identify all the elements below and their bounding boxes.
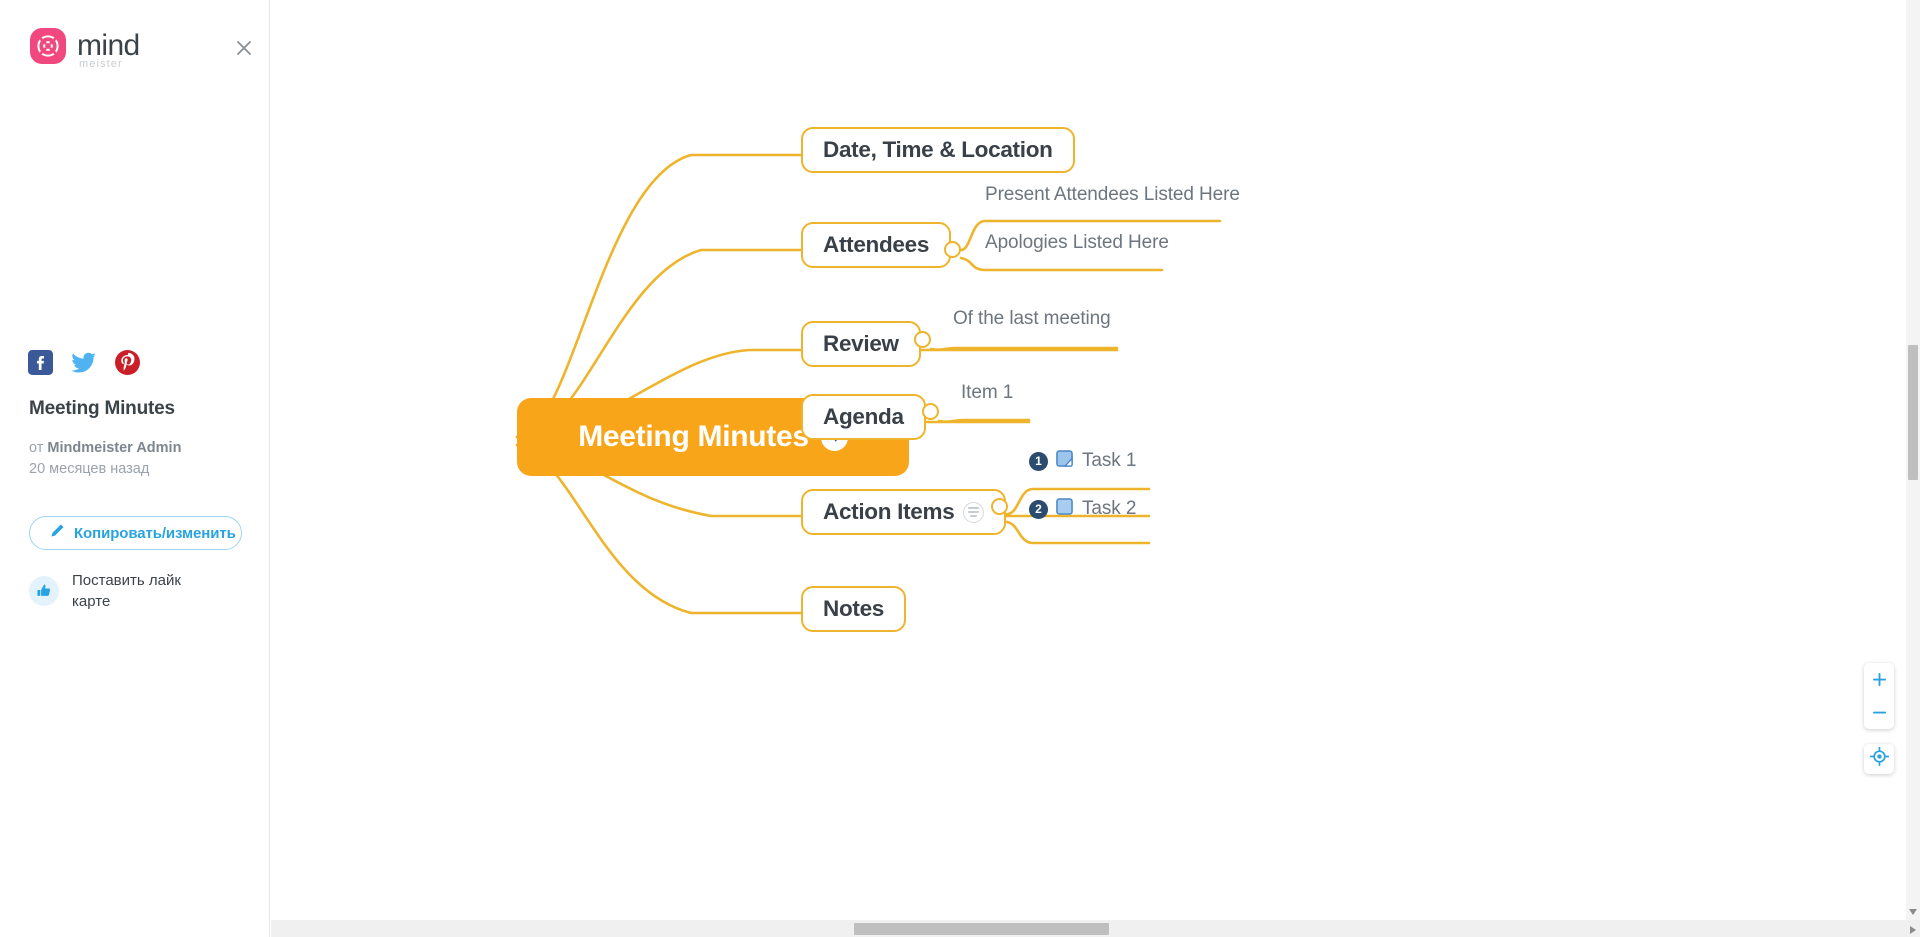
leaf-label: Of the last meeting: [953, 308, 1111, 329]
branch-label: Attendees: [823, 232, 930, 257]
branch-node-review[interactable]: Review: [801, 321, 921, 367]
center-target-icon: [1869, 746, 1889, 771]
mindmeister-logo-icon: [30, 28, 66, 64]
close-icon[interactable]: [232, 36, 256, 60]
copy-edit-label: Копировать/изменить: [74, 524, 236, 542]
collapse-toggle-attendees[interactable]: [944, 241, 961, 258]
priority-badge: 1: [1029, 451, 1048, 471]
task-partial-icon: [1056, 450, 1073, 472]
branch-label: Agenda: [823, 404, 904, 429]
branch-node-attendees[interactable]: Attendees: [801, 222, 952, 268]
collapse-toggle-action-items[interactable]: [991, 498, 1008, 515]
branch-label: Action Items: [823, 499, 955, 524]
leaf-label: Apologies Listed Here: [985, 232, 1169, 253]
byline-prefix: от: [29, 440, 44, 456]
zoom-out-button[interactable]: [1864, 696, 1894, 729]
leaf-label: Present Attendees Listed Here: [985, 184, 1240, 205]
like-map-button[interactable]: Поставить лайк карте: [29, 570, 182, 612]
branch-label: Review: [823, 331, 899, 356]
priority-badge: 2: [1029, 499, 1048, 519]
brand-logo[interactable]: mind meister: [30, 28, 140, 70]
branch-label: Date, Time & Location: [823, 137, 1053, 162]
mindmap-canvas[interactable]: Meeting Minutes Date, Time & Location At…: [271, 0, 1920, 937]
branch-node-notes[interactable]: Notes: [801, 586, 907, 632]
scroll-right-arrow-icon[interactable]: [1910, 926, 1916, 934]
branch-node-agenda[interactable]: Agenda: [801, 394, 926, 440]
byline-author: Mindmeister Admin: [47, 440, 182, 456]
page-title: Meeting Minutes: [29, 398, 175, 419]
branch-node-date-time-location[interactable]: Date, Time & Location: [801, 127, 1075, 173]
leaf-label: Item 1: [961, 382, 1014, 403]
center-map-button[interactable]: [1864, 744, 1894, 774]
collapse-toggle-review[interactable]: [914, 331, 931, 348]
horizontal-scrollbar[interactable]: [271, 920, 1920, 937]
leaf-node-of-the-last-meeting[interactable]: Of the last meeting: [953, 308, 1111, 330]
leaf-node-task-1[interactable]: 1 Task 1: [1029, 450, 1136, 472]
social-share-row: [28, 350, 140, 380]
copy-edit-button[interactable]: Копировать/изменить: [29, 516, 242, 550]
facebook-icon[interactable]: [28, 350, 53, 380]
byline: от Mindmeister Admin 20 месяцев назад: [29, 438, 181, 480]
zoom-in-button[interactable]: [1864, 663, 1894, 696]
leaf-node-task-2[interactable]: 2 Task 2: [1029, 498, 1136, 520]
branch-label: Notes: [823, 596, 885, 621]
pinterest-icon[interactable]: [115, 350, 140, 380]
vertical-scrollbar[interactable]: [1906, 0, 1920, 920]
root-node-label: Meeting Minutes: [578, 420, 809, 453]
pencil-icon: [50, 523, 65, 543]
leaf-node-apologies[interactable]: Apologies Listed Here: [985, 232, 1169, 254]
branch-node-action-items[interactable]: Action Items: [801, 489, 1007, 535]
byline-updated: 20 месяцев назад: [29, 461, 150, 477]
vertical-scrollbar-thumb[interactable]: [1908, 345, 1918, 480]
task-empty-icon: [1056, 498, 1073, 520]
zoom-controls: [1864, 663, 1894, 729]
leaf-label: Task 2: [1082, 498, 1137, 519]
leaf-label: Task 1: [1082, 450, 1137, 471]
scroll-down-arrow-icon[interactable]: [1909, 909, 1917, 915]
horizontal-scrollbar-thumb[interactable]: [854, 923, 1109, 935]
leaf-node-item-1[interactable]: Item 1: [961, 382, 1013, 404]
twitter-icon[interactable]: [71, 350, 97, 380]
leaf-node-present-attendees[interactable]: Present Attendees Listed Here: [985, 184, 1240, 206]
brand-name: mind: [77, 29, 140, 62]
like-map-label: Поставить лайк карте: [72, 572, 181, 610]
brand-suffix: meister: [79, 58, 123, 70]
note-icon[interactable]: [963, 501, 985, 523]
collapse-toggle-agenda[interactable]: [922, 403, 939, 420]
mindmap-layer: Meeting Minutes Date, Time & Location At…: [271, 0, 1920, 920]
sidebar: mind meister: [0, 0, 270, 937]
thumbs-up-icon: [29, 576, 59, 606]
